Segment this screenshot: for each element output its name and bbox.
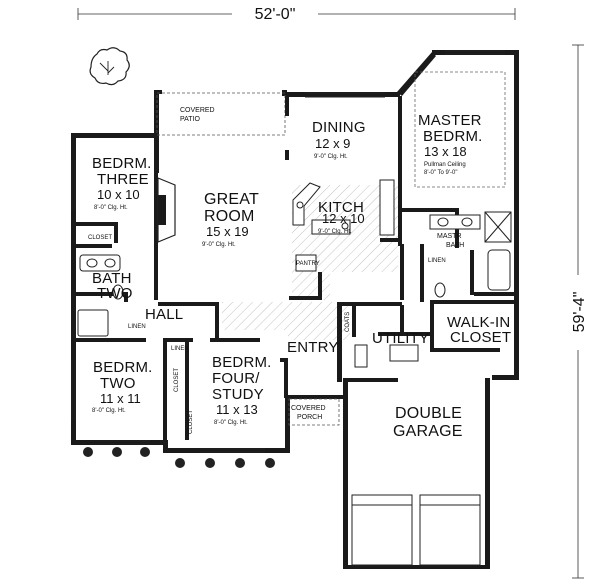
- bed2-name-1: BEDRM.: [93, 359, 153, 376]
- overall-depth-label: 59'-4": [571, 292, 588, 333]
- room-bedroom-two: BEDRM. TWO 11 x 11 8'-0" Clg. Ht. CLOSET: [92, 359, 180, 414]
- bed4-ceiling: 8'-0" Clg. Ht.: [214, 420, 248, 426]
- bed4-closet-label: CLOSET: [188, 410, 194, 434]
- fireplace: [157, 177, 176, 243]
- bed3-name-1: BEDRM.: [92, 155, 152, 172]
- kitchen-ceiling: 9'-0" Clg. Ht.: [318, 229, 352, 235]
- bed2-name-2: TWO: [100, 375, 136, 392]
- shrubs: [83, 447, 275, 468]
- width-dimension: 52'-0": [77, 6, 516, 23]
- room-bedroom-four: LINEN BEDRM. FOUR/ STUDY 11 x 13 8'-0" C…: [171, 346, 272, 434]
- master-note-2: 8'-0" To 9'-0": [424, 170, 457, 176]
- master-name-2: BEDRM.: [423, 128, 483, 145]
- walk-in-name-2: CLOSET: [450, 329, 511, 346]
- porch-name-2: PORCH: [297, 414, 322, 421]
- room-garage: DOUBLE GARAGE: [393, 405, 463, 440]
- master-name-1: MASTER: [418, 112, 482, 129]
- bed3-closet-label: CLOSET: [88, 235, 112, 241]
- covered-patio: COVERED PATIO: [156, 92, 286, 136]
- kitchen-size: 12 x 10: [322, 211, 365, 226]
- master-linen-label: LINEN: [428, 258, 446, 264]
- master-bath-name-1: MASTR: [437, 233, 462, 240]
- utility-label: UTILITY: [372, 330, 429, 347]
- room-bedroom-three: BEDRM. THREE 10 x 10 8'-0" Clg. Ht.: [92, 155, 152, 211]
- master-note-1: Pullman Ceiling: [424, 162, 466, 168]
- bed4-name-1: BEDRM.: [212, 354, 272, 371]
- garage-doors: [351, 494, 481, 566]
- great-room-size: 15 x 19: [206, 224, 249, 239]
- hall-label: HALL: [145, 306, 183, 323]
- bed3-name-2: THREE: [97, 171, 149, 188]
- kitchen-name: KITCH: [318, 199, 364, 216]
- walk-in-name-1: WALK-IN: [447, 314, 510, 331]
- tree-icon: [89, 47, 130, 86]
- great-room-ceiling: 9'-0" Clg. Ht.: [202, 242, 236, 248]
- room-master-bedroom: MASTER BEDRM. 13 x 18 Pullman Ceiling 8'…: [418, 112, 483, 176]
- exterior-walls: [71, 50, 519, 569]
- great-room-name-1: GREAT: [204, 191, 259, 208]
- kitchen-fixtures: [292, 179, 395, 272]
- room-closets-left: CLOSET BATH TWO LINEN HALL: [88, 235, 183, 330]
- overall-width-label: 52'-0": [255, 6, 296, 23]
- bed3-ceiling: 8'-0" Clg. Ht.: [94, 205, 128, 211]
- room-entry-utility: COATS UTILITY ENTRY: [287, 312, 429, 356]
- bed4-name-3: STUDY: [212, 386, 264, 403]
- hall-linen-label: LINEN: [128, 324, 146, 330]
- dining-name: DINING: [312, 119, 366, 136]
- bed4-linen-label: LINEN: [171, 346, 189, 352]
- bath-two-name-1: BATH: [92, 270, 132, 287]
- bed3-size: 10 x 10: [97, 187, 140, 202]
- room-master-bath: MASTR BATH LINEN WALK-IN CLOSET: [428, 233, 511, 346]
- bed4-name-2: FOUR/: [212, 370, 260, 387]
- bed2-ceiling: 8'-0" Clg. Ht.: [92, 408, 126, 414]
- porch-name-1: COVERED: [291, 405, 326, 412]
- bed2-size: 11 x 11: [100, 391, 141, 406]
- entry-label: ENTRY: [287, 339, 339, 356]
- coats-label: COATS: [345, 312, 351, 332]
- pantry-label: PANTRY: [296, 261, 320, 267]
- garage-name-2: GARAGE: [393, 423, 463, 440]
- windows: [71, 50, 505, 453]
- great-room-name-2: ROOM: [204, 208, 255, 225]
- room-dining: DINING 12 x 9 9'-0" Clg. Ht.: [312, 119, 366, 160]
- room-kitchen: KITCH 12 x 10 9'-0" Clg. Ht. PANTRY: [296, 199, 365, 267]
- bed2-closet-label: CLOSET: [174, 368, 180, 392]
- bath-fixtures: [77, 211, 512, 368]
- tile-floor: [222, 185, 398, 340]
- dining-ceiling: 9'-0" Clg. Ht.: [314, 154, 348, 160]
- master-size: 13 x 18: [424, 144, 467, 159]
- bath-two-name-2: TWO: [97, 285, 133, 302]
- room-great-room: GREAT ROOM 15 x 19 9'-0" Clg. Ht.: [202, 191, 259, 248]
- depth-dimension: 59'-4": [571, 44, 588, 579]
- room-covered-porch: COVERED PORCH: [288, 398, 340, 426]
- master-bath-name-2: BATH: [446, 242, 464, 249]
- covered-patio-label-1: COVERED: [180, 107, 215, 114]
- pullman-ceiling: [414, 71, 506, 188]
- covered-patio-label-2: PATIO: [180, 116, 201, 123]
- garage-name-1: DOUBLE: [395, 405, 462, 422]
- bed4-size: 11 x 13: [216, 402, 258, 417]
- dining-size: 12 x 9: [315, 136, 350, 151]
